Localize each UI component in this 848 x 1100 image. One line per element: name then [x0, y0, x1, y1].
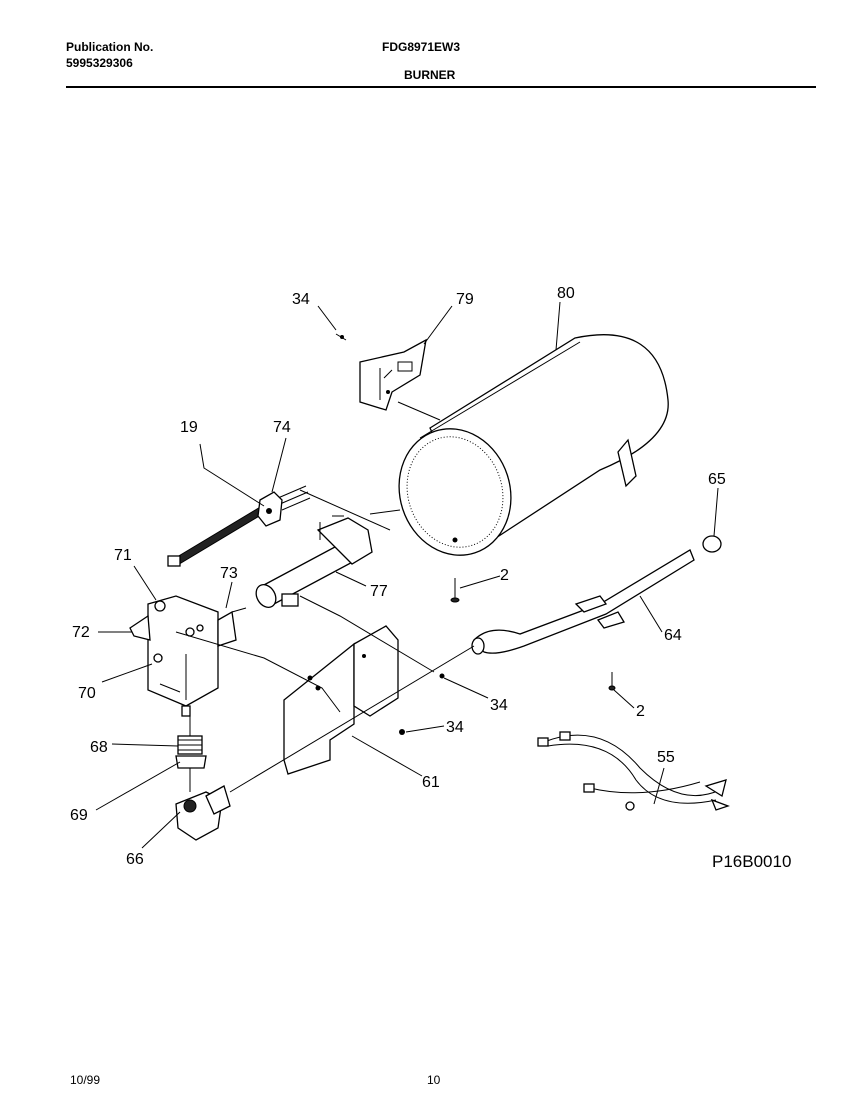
callout-2-mid: 2	[500, 567, 509, 584]
header-rule	[66, 86, 816, 88]
bracket-74	[257, 491, 283, 527]
callout-19: 19	[180, 419, 198, 436]
callout-68: 68	[90, 739, 108, 756]
callout-34-mid: 34	[490, 697, 508, 714]
leader-lines	[95, 301, 719, 849]
callout-34-top: 34	[292, 291, 310, 308]
callout-65: 65	[708, 471, 726, 488]
elbow-66	[175, 785, 231, 841]
callout-74: 74	[273, 419, 291, 436]
model-number: FDG8971EW3	[382, 40, 461, 54]
callout-79: 79	[456, 291, 474, 308]
manifold-pipe-64	[471, 549, 695, 655]
callout-73: 73	[220, 565, 238, 582]
callout-71: 71	[114, 547, 132, 564]
callout-66: 66	[126, 851, 144, 868]
burner-tube-80	[398, 334, 669, 556]
bracket-79	[359, 338, 427, 411]
screws	[399, 578, 616, 735]
fitting-69	[175, 755, 207, 769]
callout-labels: 34 79 80 19 74 65 71 73 2 77 72 64 70 34…	[70, 285, 791, 871]
burner-77	[255, 515, 373, 608]
screw-34-top	[335, 333, 347, 341]
fitting-68	[177, 735, 203, 755]
wire-harness-55	[537, 731, 730, 811]
callout-61: 61	[422, 774, 440, 791]
footer-date: 10/99	[70, 1073, 101, 1087]
callout-80: 80	[557, 285, 575, 302]
callout-2-low: 2	[636, 703, 645, 720]
support-bracket-61	[283, 625, 399, 775]
page-number: 10	[427, 1073, 441, 1087]
publication-number: 5995329306	[66, 56, 133, 70]
orifice-65	[702, 535, 722, 553]
callout-72: 72	[72, 624, 90, 641]
section-title: BURNER	[404, 68, 456, 82]
igniter-19	[167, 485, 311, 567]
diagram-id: P16B0010	[712, 852, 791, 871]
callout-64: 64	[664, 627, 682, 644]
publication-label: Publication No.	[66, 40, 154, 54]
assembly-lines	[175, 401, 475, 793]
callout-34-low: 34	[446, 719, 464, 736]
gas-valve-70	[129, 595, 237, 717]
callout-77: 77	[370, 583, 388, 600]
callout-69: 69	[70, 807, 88, 824]
callout-70: 70	[78, 685, 96, 702]
callout-55: 55	[657, 749, 675, 766]
